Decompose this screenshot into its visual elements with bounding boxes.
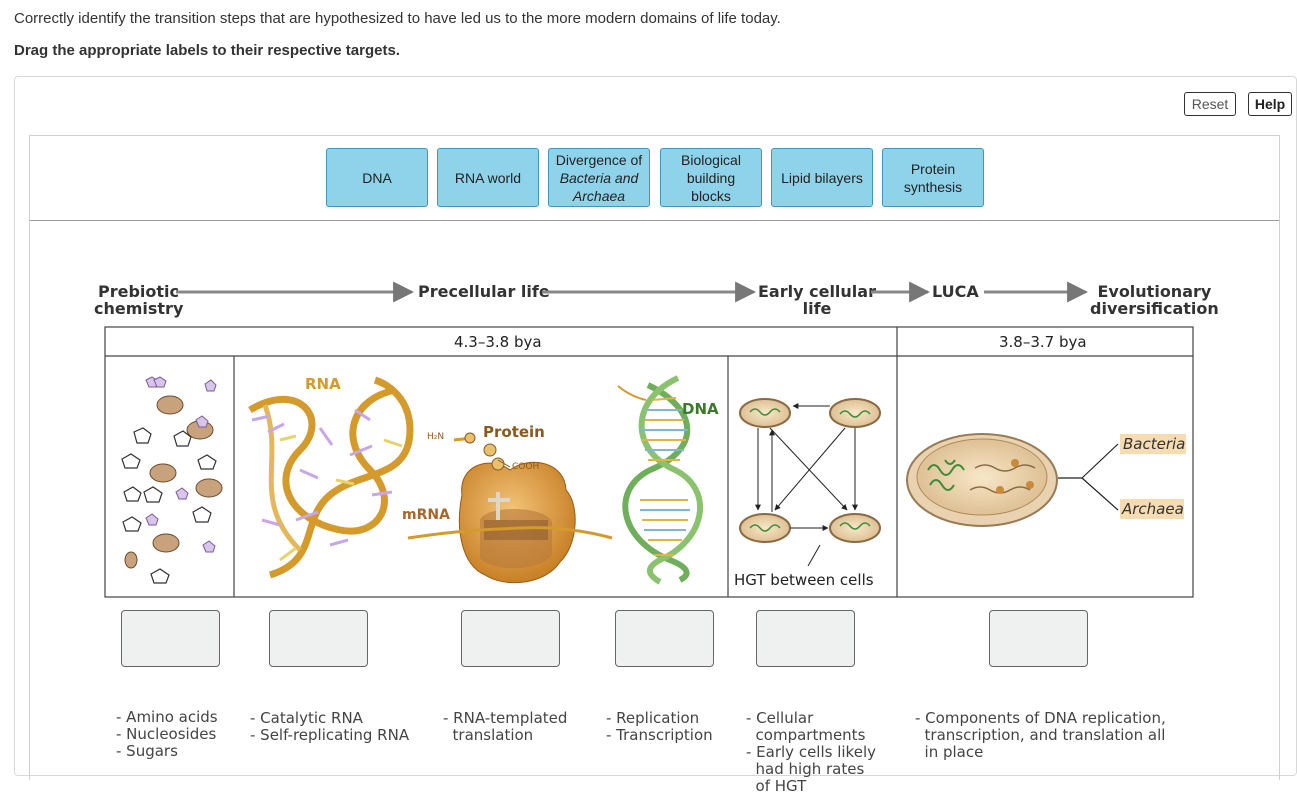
figure-area bbox=[29, 220, 1280, 780]
label-bank bbox=[29, 135, 1280, 221]
description-luca: - Components of DNA replication, transcr… bbox=[915, 709, 1166, 761]
drop-target-2[interactable] bbox=[269, 610, 368, 667]
stage-luca: LUCA bbox=[932, 282, 979, 301]
chip-line: DNA bbox=[362, 169, 392, 186]
dna-label: DNA bbox=[682, 400, 719, 418]
chip-line: blocks bbox=[691, 187, 731, 204]
period-label-late: 3.8–3.7 bya bbox=[999, 333, 1087, 351]
label-chip-lipid-bilayers[interactable]: Lipid bilayers bbox=[771, 148, 873, 207]
description-rna-world: - Catalytic RNA- Self-replicating RNA bbox=[250, 709, 410, 744]
drop-target-4[interactable] bbox=[615, 610, 714, 667]
carboxyl-terminus-label: COOH bbox=[512, 462, 540, 472]
chip-line: Divergence of bbox=[555, 151, 643, 168]
chip-line: synthesis bbox=[903, 178, 963, 195]
chip-line: building bbox=[686, 169, 736, 186]
archaea-label: Archaea bbox=[1122, 500, 1184, 518]
help-button[interactable]: Help bbox=[1248, 92, 1292, 116]
hgt-label: HGT between cells bbox=[734, 571, 874, 589]
description-protein-synthesis: - RNA-templated translation bbox=[443, 709, 568, 744]
ribosome-illustration bbox=[407, 432, 613, 584]
description-dna: - Replication- Transcription bbox=[606, 709, 713, 744]
stage-precellular-life: Precellular life bbox=[418, 282, 550, 301]
stage-early-cellular-life: Early cellular life bbox=[758, 282, 876, 318]
figure-table bbox=[104, 326, 1194, 598]
prebiotic-molecules-illustration bbox=[121, 376, 223, 584]
protein-label: Protein bbox=[483, 423, 545, 441]
rna-illustration bbox=[248, 376, 414, 579]
label-chip-rna-world[interactable]: RNA world bbox=[437, 148, 539, 207]
drop-target-3[interactable] bbox=[461, 610, 560, 667]
description-lipid-bilayers: - Cellular compartments- Early cells lik… bbox=[746, 709, 876, 795]
amino-terminus-label: H₂N bbox=[427, 432, 445, 442]
label-chip-protein-synthesis[interactable]: Protein synthesis bbox=[882, 148, 984, 207]
drop-target-5[interactable] bbox=[756, 610, 855, 667]
bacteria-label: Bacteria bbox=[1123, 435, 1186, 453]
stage-evolutionary-diversification: Evolutionary diversification bbox=[1090, 282, 1219, 318]
drag-instruction: Drag the appropriate labels to their res… bbox=[14, 42, 400, 59]
label-chip-dna[interactable]: DNA bbox=[326, 148, 428, 207]
chip-line: Biological bbox=[681, 151, 741, 168]
drop-target-1[interactable] bbox=[121, 610, 220, 667]
label-chip-divergence[interactable]: Divergence of Bacteria and Archaea bbox=[548, 148, 650, 207]
label-chip-biological-building-blocks[interactable]: Biological building blocks bbox=[660, 148, 762, 207]
description-prebiotic: - Amino acids- Nucleosides- Sugars bbox=[116, 708, 218, 760]
question-text: Correctly identify the transition steps … bbox=[14, 10, 781, 27]
luca-cell-illustration bbox=[906, 433, 1186, 527]
dna-helix-illustration bbox=[617, 375, 703, 585]
chip-line: RNA world bbox=[454, 169, 522, 186]
chip-line: Protein bbox=[910, 160, 956, 177]
evolution-figure bbox=[104, 281, 1194, 598]
chip-line: Lipid bilayers bbox=[781, 169, 863, 186]
mrna-label: mRNA bbox=[402, 507, 450, 523]
rna-label: RNA bbox=[305, 375, 341, 393]
reset-button[interactable]: Reset bbox=[1184, 92, 1236, 116]
chip-line: Archaea bbox=[572, 187, 626, 204]
period-label-early: 4.3–3.8 bya bbox=[454, 333, 542, 351]
chip-line: Bacteria and bbox=[559, 169, 639, 186]
hgt-cells-illustration bbox=[739, 398, 881, 567]
stage-prebiotic-chemistry: Prebiotic chemistry bbox=[94, 282, 184, 318]
drop-target-6[interactable] bbox=[989, 610, 1088, 667]
